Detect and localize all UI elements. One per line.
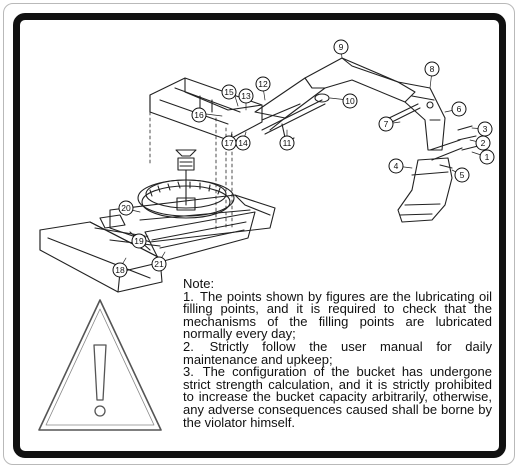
callout-6: 6 — [451, 101, 467, 117]
callout-2: 2 — [475, 135, 491, 151]
note-item-text: The configuration of the bucket has unde… — [183, 364, 492, 430]
note-item-number: 3. — [183, 364, 194, 380]
slewing-ring — [137, 169, 235, 219]
callout-15: 15 — [221, 84, 237, 100]
callout-16: 16 — [191, 107, 207, 123]
svg-text:16: 16 — [194, 110, 204, 120]
outer-border — [3, 3, 515, 465]
exclamation-icon — [93, 344, 107, 417]
callout-19: 19 — [131, 233, 147, 249]
callout-8: 8 — [424, 61, 440, 77]
svg-text:2: 2 — [481, 138, 486, 148]
callout-4: 4 — [388, 158, 404, 174]
svg-text:6: 6 — [457, 104, 462, 114]
svg-text:10: 10 — [345, 96, 355, 106]
svg-text:11: 11 — [283, 138, 292, 148]
upper-structure — [149, 77, 263, 141]
svg-text:14: 14 — [238, 138, 248, 148]
svg-text:9: 9 — [339, 42, 344, 52]
boom — [254, 57, 416, 131]
callout-5: 5 — [454, 167, 470, 183]
svg-text:13: 13 — [241, 91, 251, 101]
svg-text:8: 8 — [430, 64, 435, 74]
svg-text:20: 20 — [121, 203, 131, 213]
bucket — [397, 157, 453, 223]
svg-text:1: 1 — [485, 152, 490, 162]
note-item-number: 2. — [183, 338, 194, 354]
dozer-blade — [39, 221, 163, 293]
svg-text:17: 17 — [224, 138, 234, 148]
note-title: Note: — [183, 276, 215, 291]
callout-10: 10 — [342, 93, 358, 109]
callout-1: 1 — [479, 149, 495, 165]
callout-9: 9 — [333, 39, 349, 55]
arm — [384, 81, 446, 151]
note-item-1: 1. The points shown by figures are the l… — [183, 288, 492, 342]
callout-20: 20 — [118, 200, 134, 216]
callout-18: 18 — [112, 262, 128, 278]
callout-13: 13 — [238, 88, 254, 104]
svg-text:21: 21 — [154, 259, 164, 269]
callout-7: 7 — [378, 116, 394, 132]
callout-17: 17 — [221, 135, 237, 151]
callout-11: 11 — [279, 135, 295, 151]
warning-triangle — [38, 299, 162, 431]
callout-12: 12 — [255, 76, 271, 92]
note-text-block: Note: 1. The points shown by figures are… — [183, 276, 492, 430]
note-item-number: 1. — [183, 288, 194, 304]
track-frame — [144, 211, 256, 263]
swing-motor — [175, 149, 197, 171]
svg-text:19: 19 — [134, 236, 144, 246]
svg-text:15: 15 — [224, 87, 234, 97]
note-item-text: The points shown by figures are the lubr… — [183, 288, 492, 342]
svg-text:18: 18 — [115, 265, 125, 275]
note-item-2: 2. Strictly follow the user manual for d… — [183, 338, 492, 367]
callout-14: 14 — [235, 135, 251, 151]
callout-3: 3 — [477, 121, 493, 137]
undercarriage — [99, 194, 276, 243]
projection-lines — [149, 111, 233, 231]
callout-21: 21 — [151, 256, 167, 272]
bucket-linkage — [429, 125, 479, 169]
svg-text:3: 3 — [483, 124, 488, 134]
svg-text:4: 4 — [394, 161, 399, 171]
note-item-text: Strictly follow the user manual for dail… — [183, 338, 492, 367]
note-item-3: 3. The configuration of the bucket has u… — [183, 364, 492, 430]
svg-text:7: 7 — [384, 119, 389, 129]
svg-text:5: 5 — [460, 170, 465, 180]
svg-text:12: 12 — [258, 79, 268, 89]
